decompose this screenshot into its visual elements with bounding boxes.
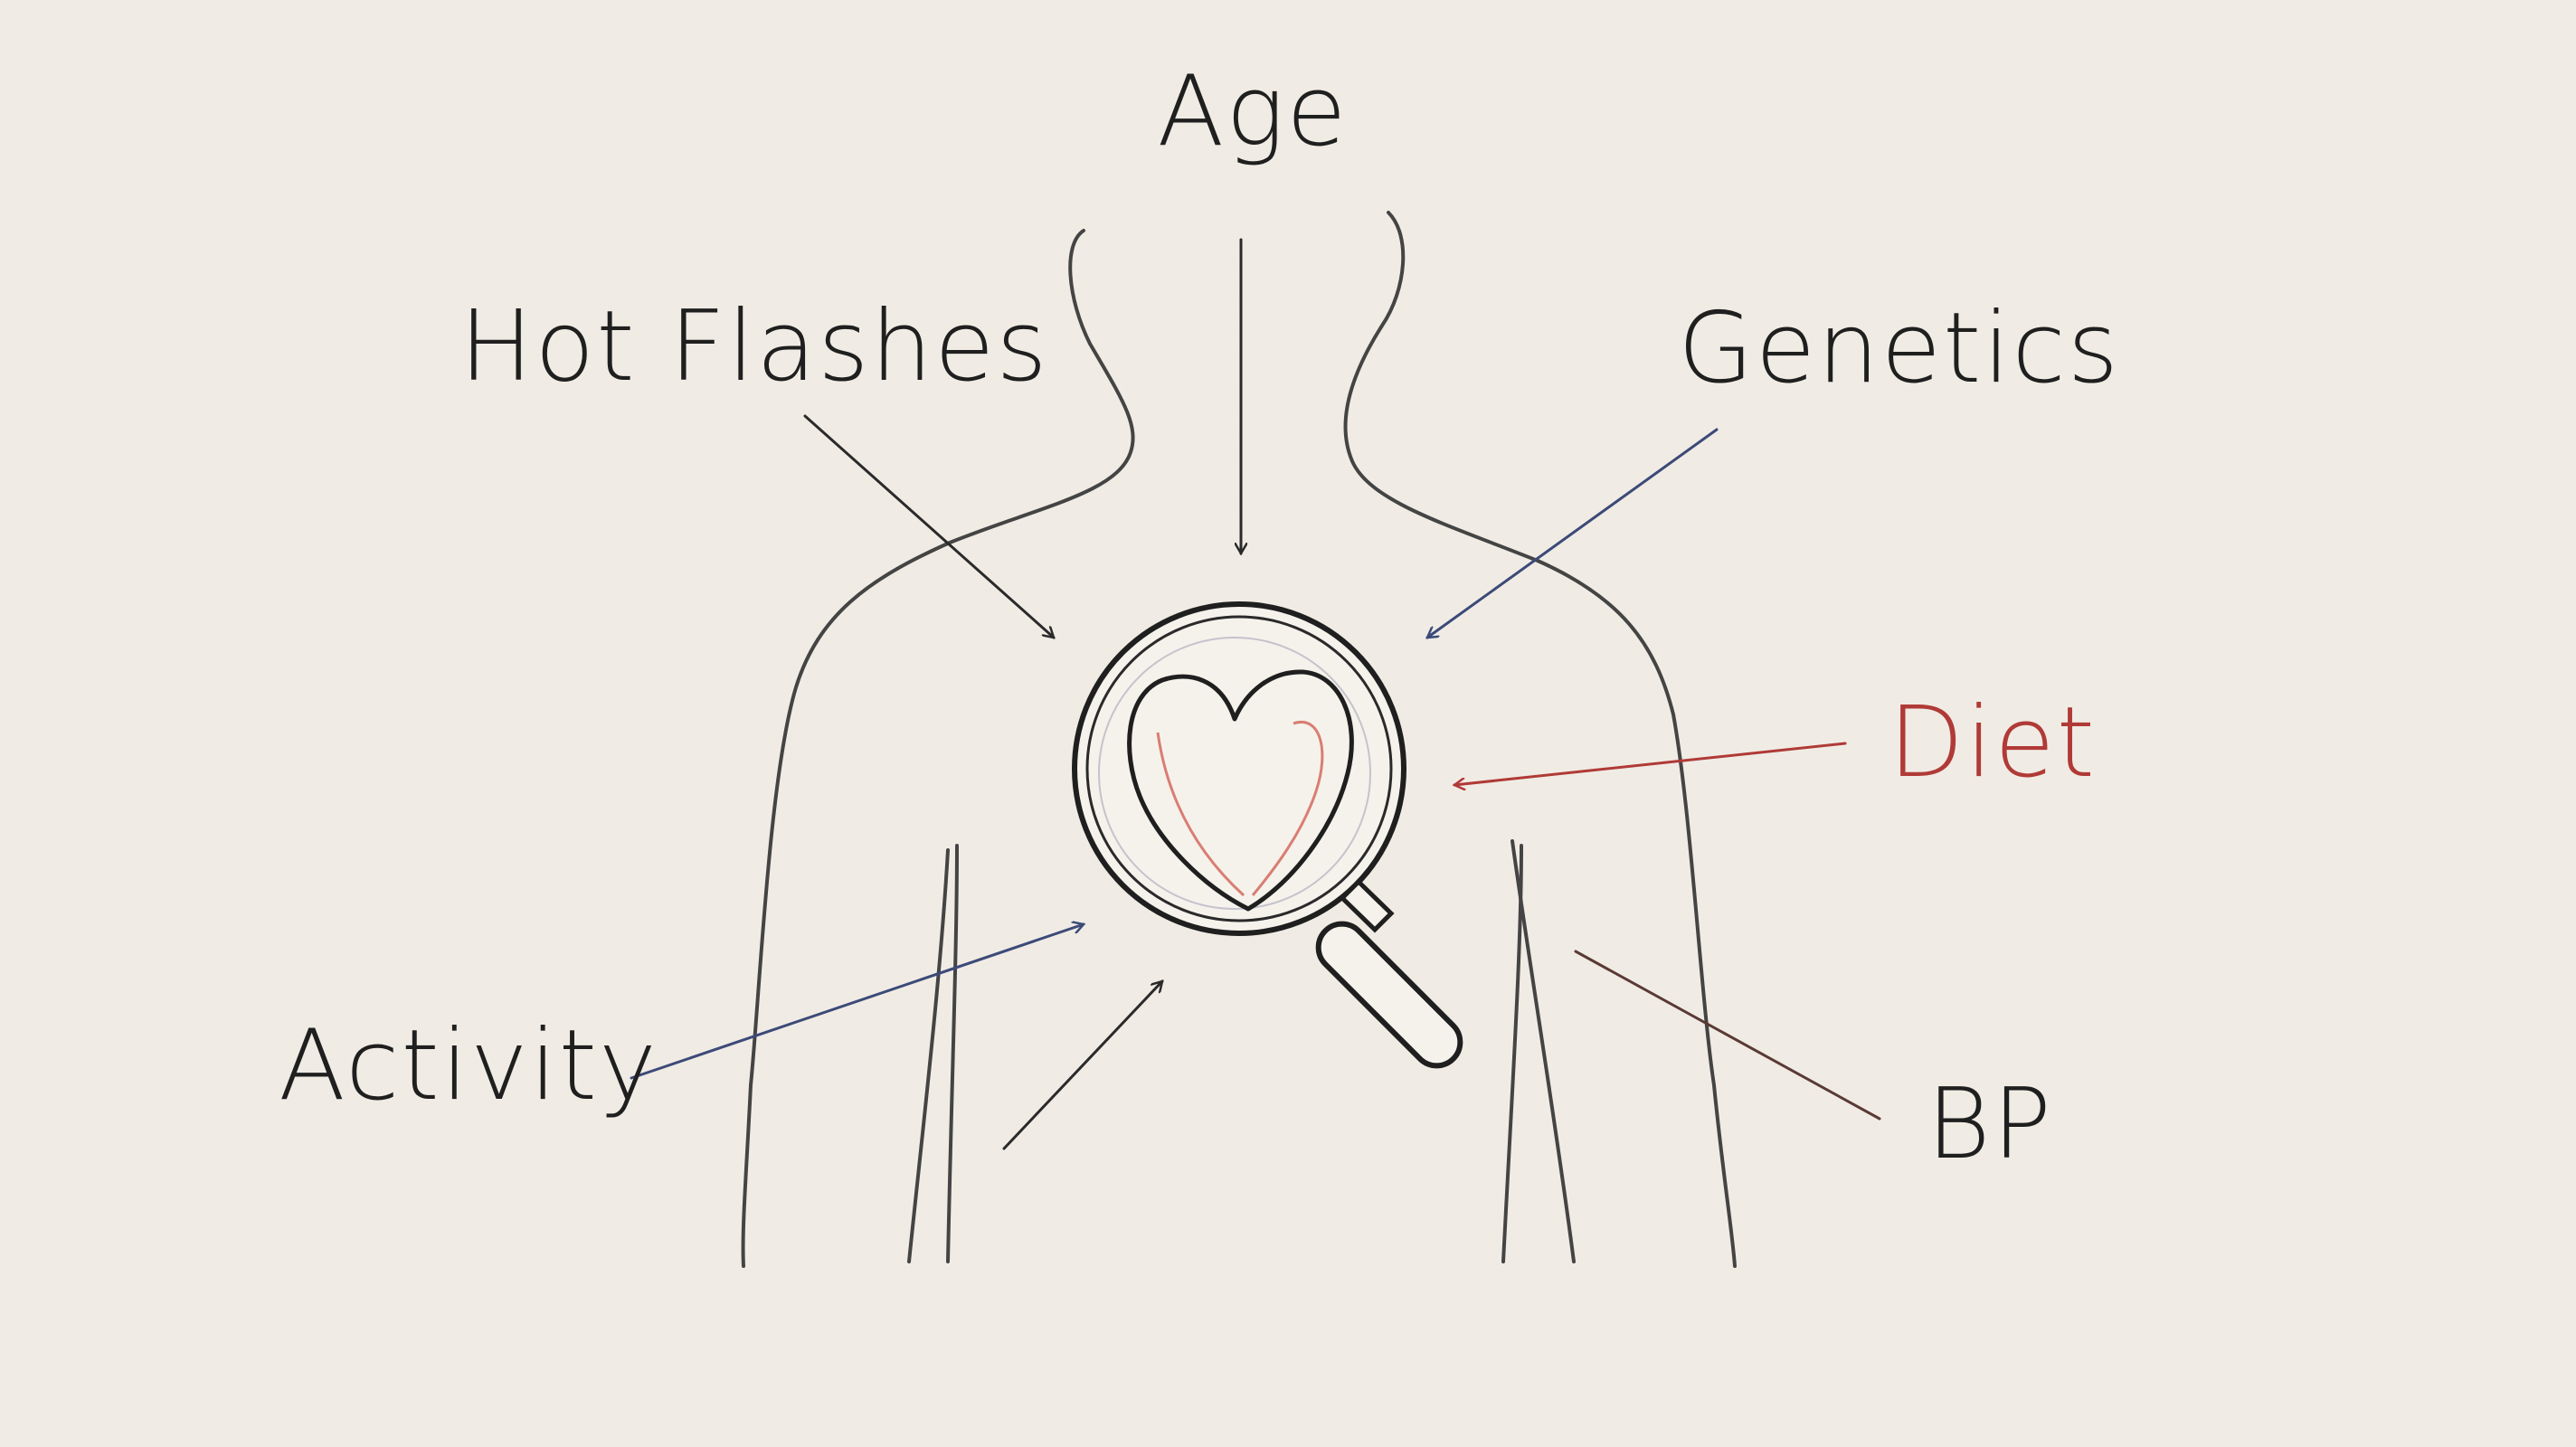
torso-outline bbox=[741, 211, 1737, 1268]
heart-shading bbox=[1156, 720, 1324, 897]
magnifier-lens bbox=[1072, 601, 1406, 936]
hot-flashes-arrow bbox=[803, 414, 1054, 638]
diet-arrow bbox=[1454, 742, 1847, 785]
activity-arrow bbox=[630, 924, 1084, 1080]
label-bp: BP bbox=[1927, 1068, 2053, 1181]
magnifier-lens-inner-ring bbox=[1085, 615, 1393, 922]
magnifier-lens-sketch-ring bbox=[1098, 637, 1371, 910]
left-arm-inner-line bbox=[946, 844, 959, 1263]
bp-line bbox=[1574, 950, 1881, 1121]
label-hot-flashes: Hot Flashes bbox=[459, 290, 1049, 403]
neck-left-line bbox=[741, 229, 1135, 1268]
label-activity: Activity bbox=[279, 1009, 658, 1122]
magnifier-neck bbox=[1339, 878, 1395, 933]
neck-right-line bbox=[1343, 211, 1737, 1268]
heart-outline bbox=[1127, 669, 1354, 912]
label-genetics: Genetics bbox=[1678, 292, 2120, 405]
left-arm-line bbox=[907, 848, 950, 1263]
right-arm-inner-line bbox=[1501, 844, 1523, 1263]
arrows bbox=[630, 238, 1881, 1150]
label-diet: Diet bbox=[1889, 686, 2097, 799]
magnifier bbox=[1072, 601, 1463, 1069]
magnifier-handle bbox=[1315, 921, 1463, 1069]
genetics-arrow bbox=[1427, 428, 1719, 639]
label-age: Age bbox=[1157, 55, 1348, 168]
unlabeled-arrow bbox=[1002, 981, 1162, 1150]
